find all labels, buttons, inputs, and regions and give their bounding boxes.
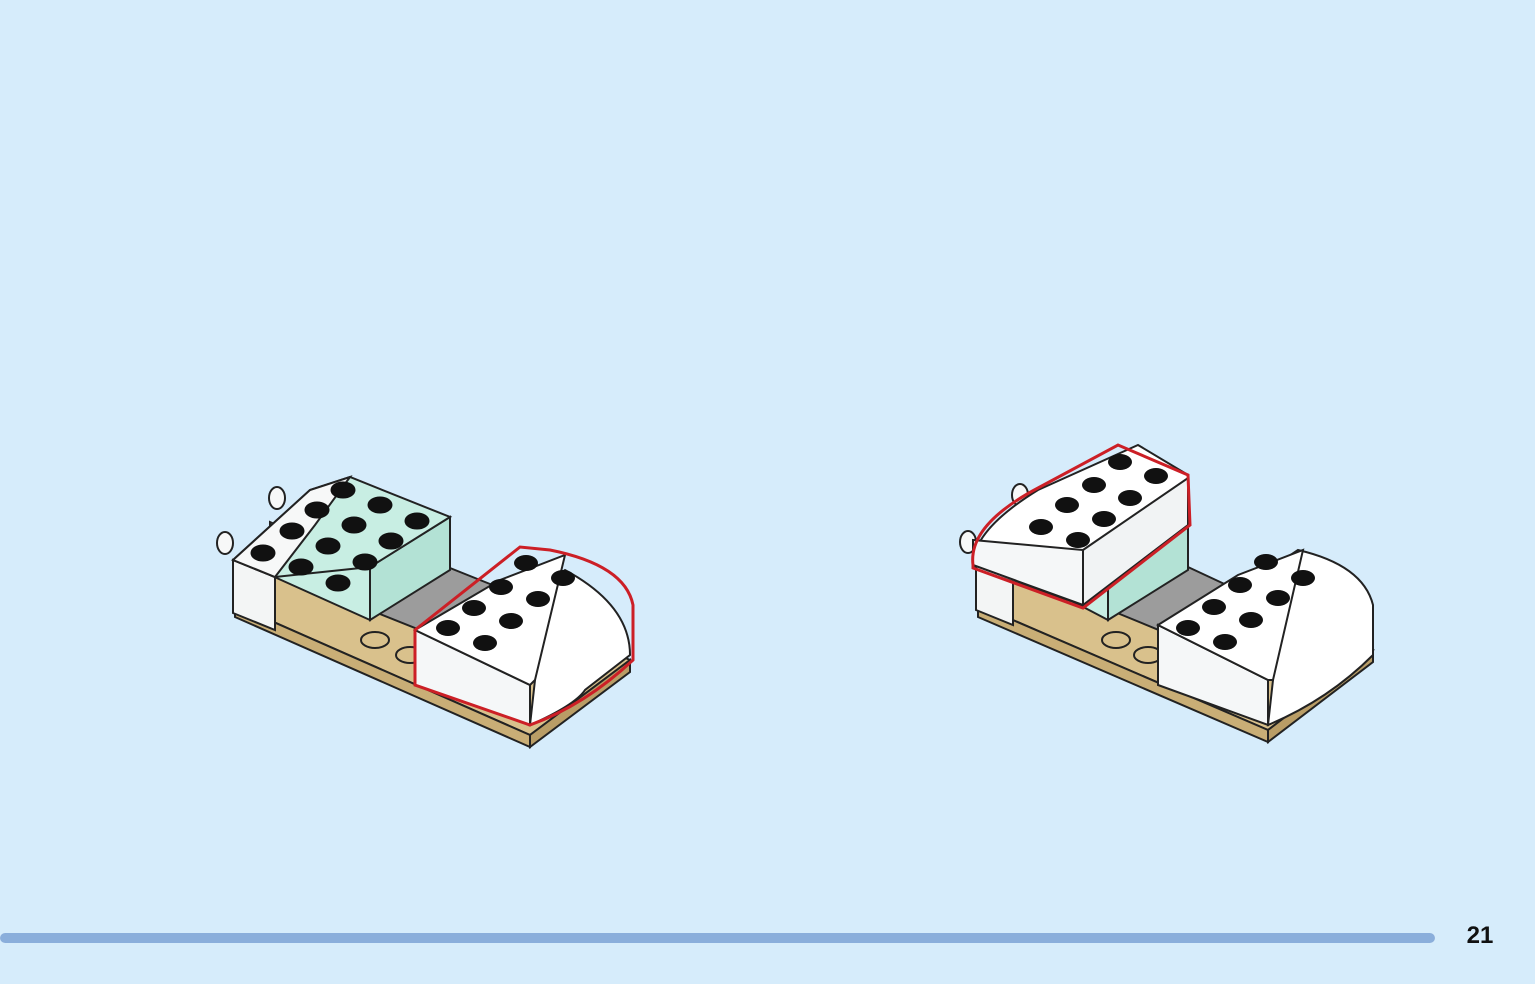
lego-assembly-left-illustration xyxy=(216,475,635,749)
progress-bar xyxy=(0,933,1435,943)
assembly-step-left xyxy=(205,465,645,755)
assembly-step-right xyxy=(948,430,1388,755)
lego-assembly-right-illustration xyxy=(959,443,1375,745)
page-number: 21 xyxy=(1466,922,1494,949)
progress-bar-fill xyxy=(0,933,1435,943)
